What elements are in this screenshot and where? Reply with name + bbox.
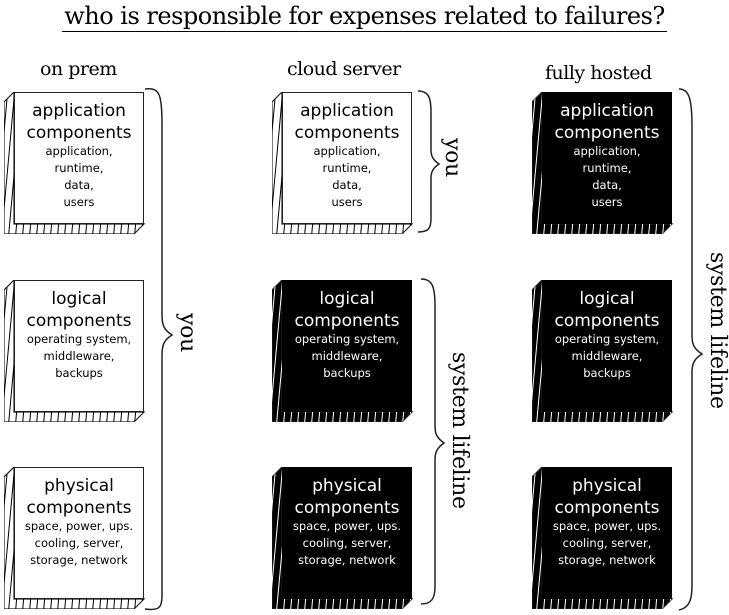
- box-title: physical: [312, 476, 382, 496]
- box-title: physical: [572, 476, 642, 496]
- box-subtitle: components: [294, 311, 400, 331]
- box-title: logical: [51, 289, 107, 309]
- label-cloud-system-lifeline: system lifeline: [447, 352, 472, 509]
- box-item: storage, network: [298, 553, 396, 567]
- box-item: backups: [55, 366, 103, 380]
- box-face: physical components space, power, ups. co…: [542, 467, 672, 599]
- box-title: application: [560, 101, 654, 121]
- label-cloud-you: you: [440, 138, 465, 177]
- box-item: space, power, ups.: [552, 519, 662, 533]
- box-item: cooling, server,: [562, 536, 652, 550]
- brace-cloud-you: [417, 90, 441, 233]
- box-item: middleware,: [311, 349, 383, 363]
- box-item: application,: [45, 144, 113, 158]
- box-title: logical: [579, 289, 635, 309]
- box-item: middleware,: [571, 349, 643, 363]
- label-fully-hosted-system-lifeline: system lifeline: [705, 252, 729, 409]
- box-item: storage, network: [30, 553, 128, 567]
- box-item: users: [331, 195, 363, 209]
- diagram-title: who is responsible for expenses related …: [62, 2, 667, 32]
- box-item: cooling, server,: [34, 536, 124, 550]
- box-item: middleware,: [43, 349, 115, 363]
- box-item: operating system,: [554, 332, 660, 346]
- box-face: logical components operating system, midd…: [14, 280, 144, 412]
- box-item: runtime,: [322, 161, 372, 175]
- box-title: logical: [319, 289, 375, 309]
- box-face: logical components operating system, midd…: [542, 280, 672, 412]
- box-cloud-server-physical: physical components space, power, ups. co…: [272, 467, 414, 609]
- box-item: storage, network: [558, 553, 656, 567]
- box-subtitle: components: [554, 498, 660, 518]
- box-item: data,: [592, 178, 622, 192]
- box-item: data,: [64, 178, 94, 192]
- box-item: application,: [573, 144, 641, 158]
- column-title-cloud-server: cloud server: [287, 58, 401, 80]
- box-subtitle: components: [554, 123, 660, 143]
- box-item: cooling, server,: [302, 536, 392, 550]
- box-face: logical components operating system, midd…: [282, 280, 412, 412]
- box-item: backups: [583, 366, 631, 380]
- label-on-prem-you: you: [175, 313, 200, 352]
- brace-fully-hosted-system-lifeline: [678, 88, 704, 611]
- box-subtitle: components: [294, 498, 400, 518]
- box-item: users: [63, 195, 95, 209]
- box-on-prem-logical: logical components operating system, midd…: [4, 280, 146, 422]
- box-item: runtime,: [54, 161, 104, 175]
- box-item: users: [591, 195, 623, 209]
- box-fully-hosted-application: application components application, runti…: [532, 92, 674, 234]
- box-title: physical: [44, 476, 114, 496]
- box-fully-hosted-logical: logical components operating system, midd…: [532, 280, 674, 422]
- box-item: runtime,: [582, 161, 632, 175]
- column-title-on-prem: on prem: [40, 58, 117, 80]
- box-item: space, power, ups.: [24, 519, 134, 533]
- column-title-fully-hosted: fully hosted: [545, 62, 652, 84]
- box-face: physical components space, power, ups. co…: [282, 467, 412, 599]
- box-item: operating system,: [26, 332, 132, 346]
- box-subtitle: components: [26, 311, 132, 331]
- box-item: data,: [332, 178, 362, 192]
- box-on-prem-physical: physical components space, power, ups. co…: [4, 467, 146, 609]
- box-item: operating system,: [294, 332, 400, 346]
- box-item: space, power, ups.: [292, 519, 402, 533]
- box-fully-hosted-physical: physical components space, power, ups. co…: [532, 467, 674, 609]
- box-title: application: [32, 101, 126, 121]
- box-cloud-server-logical: logical components operating system, midd…: [272, 280, 414, 422]
- box-face: physical components space, power, ups. co…: [14, 467, 144, 599]
- box-cloud-server-application: application components application, runti…: [272, 92, 414, 234]
- box-item: application,: [313, 144, 381, 158]
- box-face: application components application, runti…: [282, 92, 412, 224]
- box-on-prem-application: application components application, runti…: [4, 92, 146, 234]
- box-face: application components application, runti…: [542, 92, 672, 224]
- box-subtitle: components: [554, 311, 660, 331]
- box-subtitle: components: [294, 123, 400, 143]
- box-title: application: [300, 101, 394, 121]
- box-subtitle: components: [26, 498, 132, 518]
- box-face: application components application, runti…: [14, 92, 144, 224]
- brace-cloud-system-lifeline: [420, 278, 446, 605]
- box-item: backups: [323, 366, 371, 380]
- box-subtitle: components: [26, 123, 132, 143]
- brace-on-prem-you: [144, 87, 174, 611]
